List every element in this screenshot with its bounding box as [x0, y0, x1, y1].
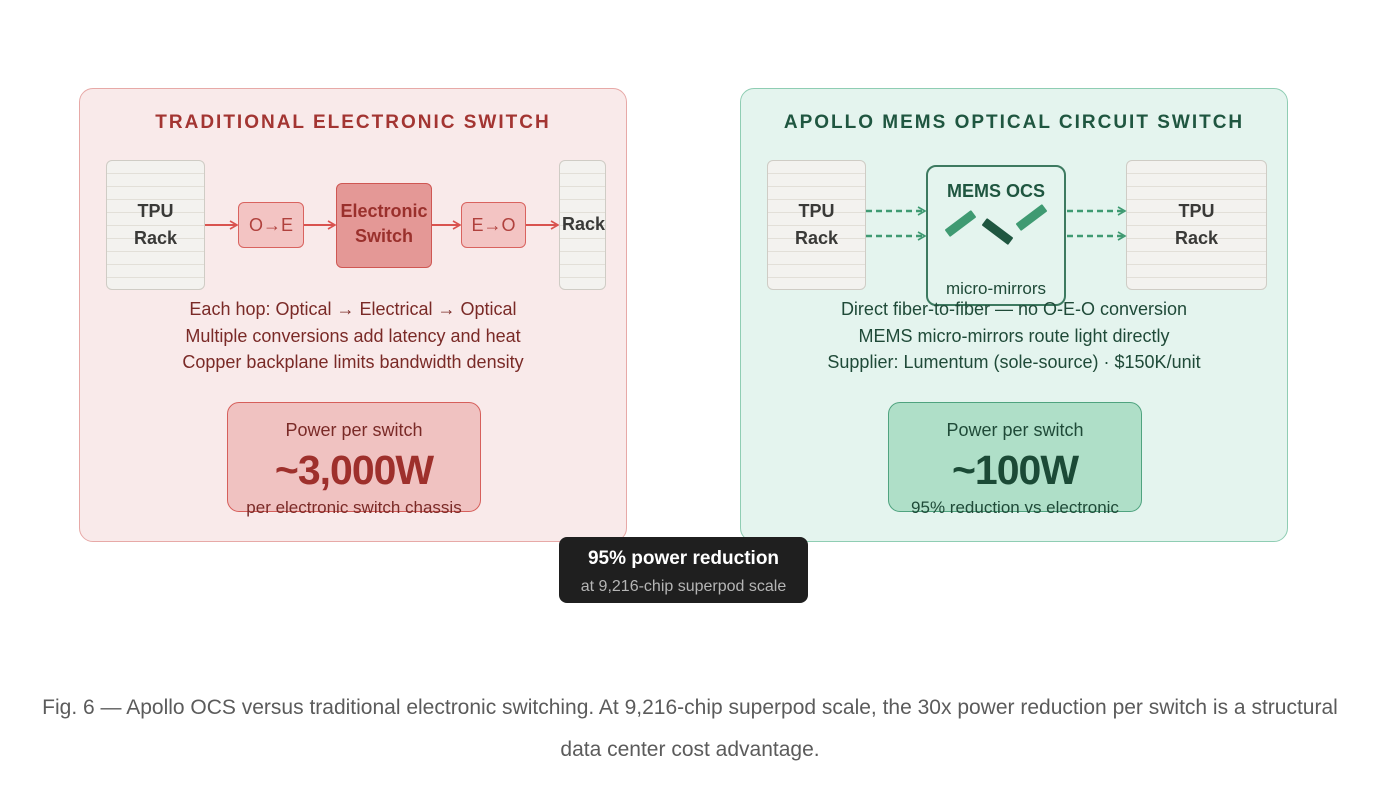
ocs-title: MEMS OCS [946, 181, 1045, 201]
traditional-panel-title: TRADITIONAL ELECTRONIC SWITCH [155, 112, 551, 133]
ocs-subtitle: micro-mirrors [945, 279, 1047, 298]
o-to-e-converter: O→E [238, 202, 304, 248]
rack-label-line2: Rack [1174, 228, 1219, 248]
power-reduction-badge: 95% power reduction at 9,216-chip superp… [559, 537, 808, 603]
tpu-rack-right: TPU Rack [1126, 160, 1267, 290]
power-value: ~3,000W [274, 447, 434, 493]
rack-label-line2: Rack [133, 228, 178, 248]
switch-label-line2: Switch [354, 226, 413, 246]
electronic-switch: Electronic Switch [336, 183, 432, 268]
apollo-desc-line1: Direct fiber-to-fiber — no O-E-O convers… [840, 299, 1188, 319]
switch-label-line1: Electronic [340, 201, 428, 221]
power-label: Power per switch [946, 420, 1084, 440]
tpu-rack-left: TPU Rack [106, 160, 205, 290]
power-subtext: per electronic switch chassis [246, 498, 462, 517]
badge-title: 95% power reduction [587, 548, 780, 569]
badge-subtitle: at 9,216-chip superpod scale [580, 578, 787, 595]
traditional-desc-line3: Copper backplane limits bandwidth densit… [182, 352, 524, 372]
power-label: Power per switch [285, 420, 423, 440]
power-subtext: 95% reduction vs electronic [911, 498, 1119, 517]
rack-right-label: Rack [561, 214, 606, 234]
e-to-o-converter: E→O [461, 202, 526, 248]
traditional-connectors [205, 220, 560, 230]
figure-caption: Fig. 6 — Apollo OCS versus traditional e… [42, 696, 1338, 761]
rack-label-line1: TPU [137, 201, 174, 221]
traditional-desc-line2: Multiple conversions add latency and hea… [185, 325, 521, 346]
apollo-desc-line2: MEMS micro-mirrors route light directly [858, 325, 1170, 346]
power-value: ~100W [951, 447, 1079, 493]
apollo-ocs-panel: APOLLO MEMS OPTICAL CIRCUIT SWITCH TPU R… [740, 88, 1288, 542]
traditional-desc-line1: Each hop: Optical → Electrical → Optical [189, 299, 517, 319]
rack-label-line1: TPU [798, 201, 835, 221]
apollo-power-box: Power per switch ~100W 95% reduction vs … [888, 402, 1142, 517]
apollo-desc-line3: Supplier: Lumentum (sole-source) · $150K… [827, 352, 1201, 372]
traditional-power-box: Power per switch ~3,000W per electronic … [227, 402, 481, 517]
traditional-switch-panel: TRADITIONAL ELECTRONIC SWITCH TPU Rack O… [79, 88, 627, 542]
tpu-rack-left: TPU Rack [767, 160, 866, 290]
rack-label-line1: TPU [1178, 201, 1215, 221]
mems-ocs-switch: MEMS OCS micro-mirrors [926, 165, 1066, 306]
apollo-panel-title: APOLLO MEMS OPTICAL CIRCUIT SWITCH [783, 112, 1245, 133]
rack-label-line2: Rack [794, 228, 839, 248]
rack-right: Rack [559, 160, 606, 290]
